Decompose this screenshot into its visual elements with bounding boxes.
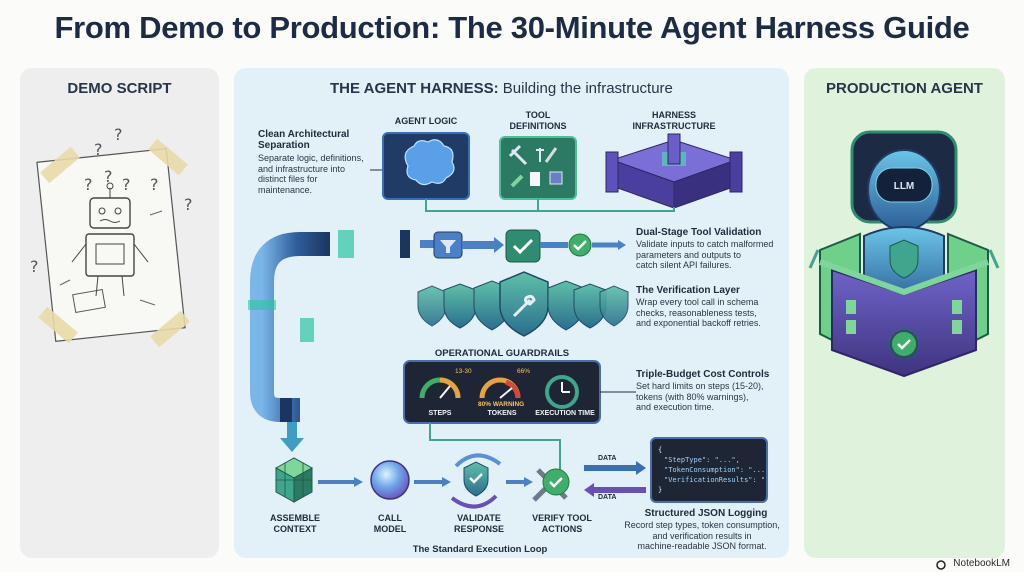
verification-body-line3: and exponential backoff retries.	[636, 318, 761, 328]
verify-tool-actions-line1: VERIFY TOOL	[532, 513, 592, 523]
verify-tool-actions-line2: ACTIONS	[541, 524, 583, 534]
json-line-tokenconsumption: "TokenConsumption": "...",	[664, 466, 768, 474]
assemble-context-label: ASSEMBLE CONTEXT	[262, 513, 328, 535]
svg-text:?: ?	[84, 175, 93, 194]
harness-infrastructure-label-line1: HARNESS	[651, 110, 696, 120]
assemble-context-line2: CONTEXT	[273, 524, 317, 534]
agent-harness-heading-bold: THE AGENT HARNESS:	[330, 80, 499, 97]
data-tag-top: DATA	[598, 455, 617, 462]
separation-body: Separate logic, definitions, and infrast…	[258, 153, 378, 195]
steps-gauge-label: STEPS	[428, 410, 452, 417]
verification-title: The Verification Layer	[636, 285, 740, 296]
logging-body-line2: and verification results in	[652, 530, 752, 541]
svg-text:?: ?	[184, 195, 193, 214]
budget-body-line1: Set hard limits on steps (15-20),	[636, 381, 764, 391]
json-close-brace: }	[658, 486, 663, 494]
guardrails-heading: OPERATIONAL GUARDRAILS	[434, 348, 570, 359]
budget-title: Triple-Budget Cost Controls	[636, 369, 770, 380]
execution-time-gauge-label: EXECUTION TIME	[535, 410, 595, 417]
validate-response-label: VALIDATE RESPONSE	[444, 513, 514, 535]
separation-body-line2: and infrastructure into	[258, 163, 346, 174]
separation-body-line3: distinct files for	[258, 174, 318, 184]
tool-definitions-label-line2: DEFINITIONS	[509, 121, 567, 131]
harness-infrastructure-label-line2: INFRASTRUCTURE	[632, 121, 716, 131]
llm-badge: LLM	[893, 181, 915, 192]
notebooklm-label: NotebookLM	[953, 558, 1010, 569]
validate-response-line1: VALIDATE	[457, 513, 501, 523]
validation-body: Validate inputs to catch malformed param…	[636, 239, 786, 271]
verification-body-line2: checks, reasonableness tests,	[636, 307, 757, 318]
verification-shields	[417, 271, 629, 337]
budget-body-line2: tokens (with 80% warnings),	[636, 391, 749, 402]
tool-definitions-label: TOOL DEFINITIONS	[496, 110, 580, 132]
validation-body-line1: Validate inputs to catch malformed	[636, 239, 774, 249]
logging-body: Record step types, token consumption, an…	[616, 520, 788, 552]
separation-title-line1: Clean Architectural	[258, 129, 350, 140]
svg-text:?: ?	[114, 125, 123, 144]
data-tag-bottom: DATA	[598, 494, 617, 501]
demo-sketch: ??? ??? ??	[30, 125, 193, 348]
json-log-box: { "StepType": "...", "TokenConsumption":…	[650, 437, 768, 503]
verify-tool-actions-label: VERIFY TOOL ACTIONS	[524, 513, 600, 535]
logging-title: Structured JSON Logging	[644, 508, 768, 519]
tool-definitions-icon	[499, 136, 577, 200]
tool-definitions-label-line1: TOOL	[525, 110, 551, 120]
tokens-percent: 66%	[517, 368, 531, 375]
json-line-verificationresults: "VerificationResults": "..."	[664, 476, 766, 484]
json-open-brace: {	[658, 446, 663, 454]
separation-body-line4: maintenance.	[258, 184, 313, 195]
json-line-steptype: "StepType": "...",	[664, 456, 740, 464]
guardrails-dashboard	[403, 360, 601, 424]
tokens-warning: 80% WARNING	[478, 401, 525, 408]
production-agent-heading: PRODUCTION AGENT	[826, 80, 983, 97]
assemble-context-line1: ASSEMBLE	[269, 513, 320, 523]
verification-body: Wrap every tool call in schema checks, r…	[636, 297, 786, 329]
demo-script-heading: DEMO SCRIPT	[67, 80, 172, 97]
separation-title-line2: Separation	[258, 140, 310, 151]
call-model-line2: MODEL	[373, 524, 407, 534]
agent-logic-icon	[382, 132, 470, 200]
call-model-label: CALL MODEL	[360, 513, 420, 535]
svg-text:?: ?	[104, 167, 113, 186]
agent-harness-heading: THE AGENT HARNESS: Building the infrastr…	[330, 80, 885, 97]
notebooklm-branding: NotebookLM	[953, 558, 1010, 569]
logging-body-line3: machine-readable JSON format.	[637, 541, 767, 551]
svg-text:?: ?	[30, 257, 39, 276]
execution-loop-caption: The Standard Execution Loop	[412, 544, 548, 555]
execution-loop	[274, 453, 646, 509]
call-model-line1: CALL	[378, 513, 402, 523]
budget-body: Set hard limits on steps (15-20), tokens…	[636, 381, 786, 413]
validation-title: Dual-Stage Tool Validation	[636, 227, 762, 238]
validate-response-line2: RESPONSE	[453, 524, 504, 534]
harness-infrastructure-label: HARNESS INFRASTRUCTURE	[622, 110, 726, 132]
svg-text:?: ?	[150, 175, 159, 194]
tokens-gauge-label: TOKENS	[487, 410, 517, 417]
notebooklm-logo-icon	[936, 560, 946, 570]
separation-title: Clean Architectural Separation	[258, 129, 378, 151]
agent-logic-label: AGENT LOGIC	[394, 116, 458, 126]
production-agent-illustration	[808, 130, 1000, 378]
validation-body-line3: catch silent API failures.	[636, 260, 732, 270]
verification-body-line1: Wrap every tool call in schema	[636, 297, 759, 307]
page-title: From Demo to Production: The 30-Minute A…	[54, 10, 970, 45]
agent-harness-heading-light: Building the infrastructure	[498, 80, 673, 97]
svg-text:?: ?	[122, 175, 131, 194]
svg-text:?: ?	[94, 140, 103, 159]
harness-infrastructure-icon	[605, 133, 743, 209]
budget-body-line3: and execution time.	[636, 402, 715, 412]
separation-body-line1: Separate logic, definitions,	[258, 153, 364, 163]
validation-body-line2: parameters and outputs to	[636, 249, 742, 260]
steps-range: 13-30	[455, 368, 472, 375]
logging-body-line1: Record step types, token consumption,	[624, 520, 780, 530]
validation-flow	[420, 229, 626, 263]
